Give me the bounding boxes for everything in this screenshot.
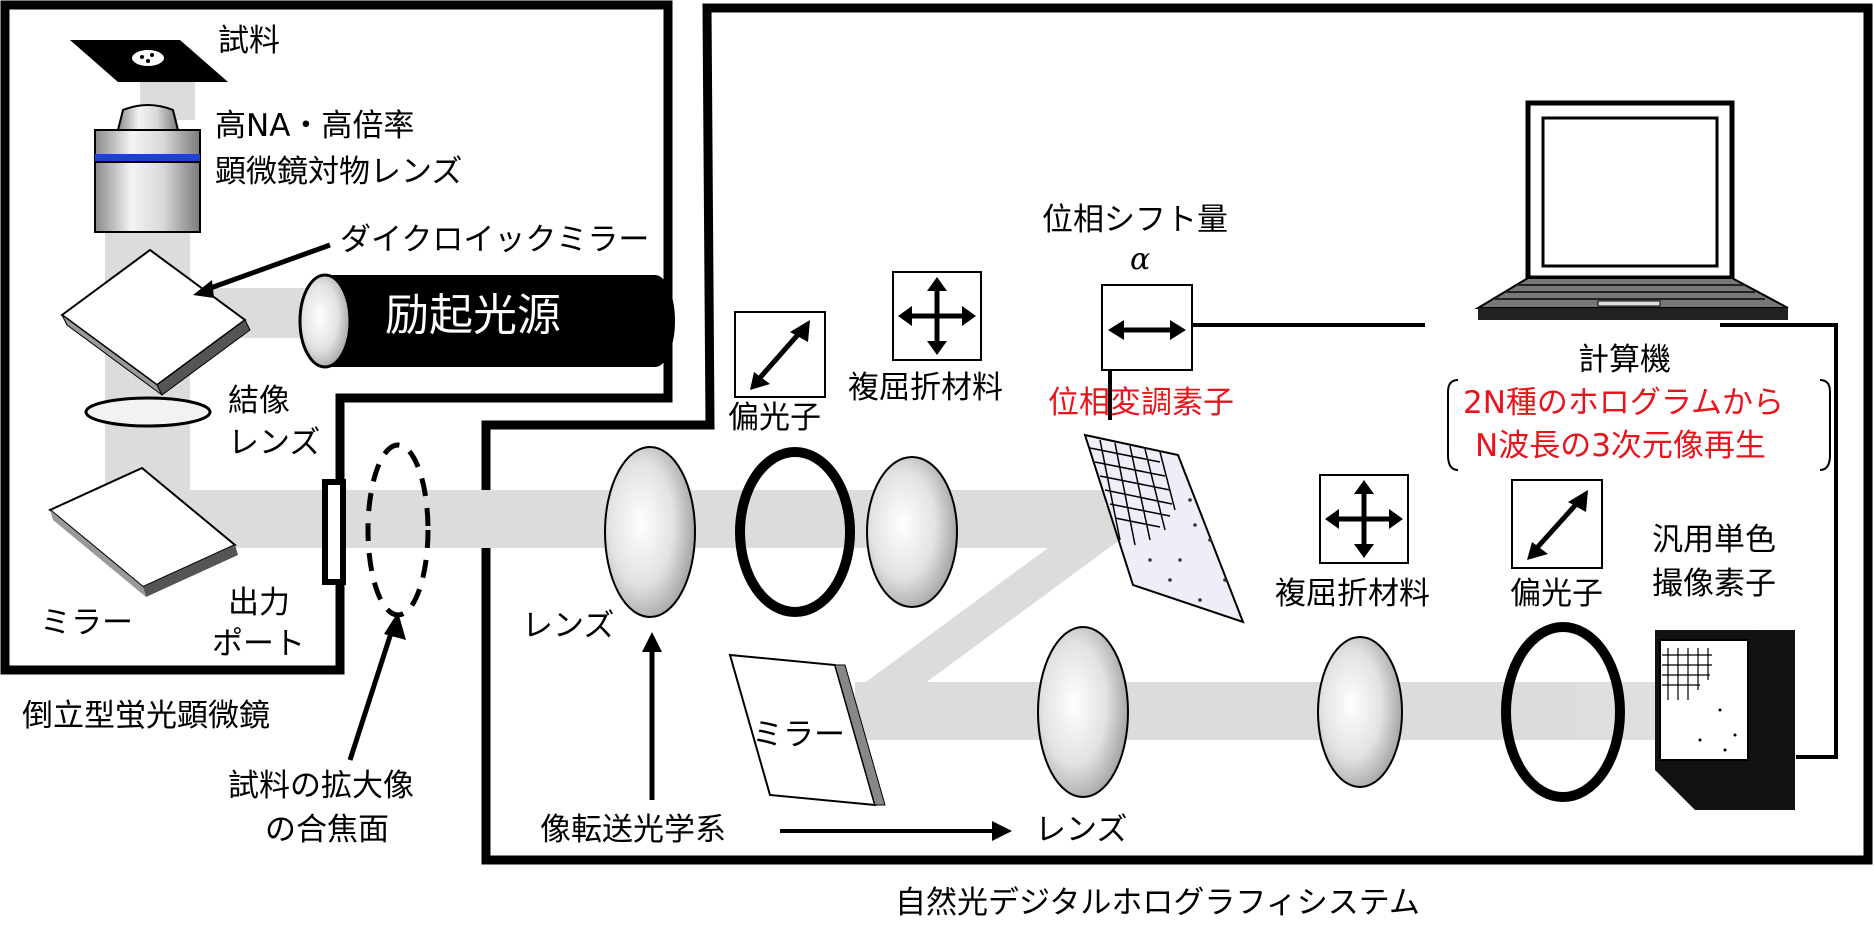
- relay-optics-label: 像転送光学系: [540, 812, 726, 848]
- lens-lower-label: レンズ: [1035, 812, 1128, 848]
- relay-lens-lower-1: [1037, 626, 1129, 798]
- computer-desc-brace-right: [1819, 379, 1831, 471]
- birefringent-plate-upper: [866, 456, 958, 608]
- focal-plane-label-line1: 試料の拡大像: [228, 768, 414, 804]
- microscope-frame: [0, 0, 673, 675]
- holography-system-frame: [481, 3, 1873, 865]
- excitation-light-source: [298, 273, 675, 369]
- birefringent-left-label: 複屈折材料: [848, 370, 1003, 406]
- excitation-source-label: 励起光源: [385, 290, 561, 341]
- sensor-label-line2: 撮像素子: [1652, 566, 1776, 602]
- computer-desc-line2: N波長の3次元像再生: [1475, 428, 1766, 464]
- phase-shift-title-label: 位相シフト量: [1042, 202, 1228, 238]
- polarizer-lower-indicator: [1511, 479, 1603, 569]
- polarizer-right-label: 偏光子: [1510, 576, 1603, 612]
- objective-lens: [94, 104, 201, 233]
- mirror-center-label: ミラー: [752, 717, 845, 753]
- dichroic-pointer-arrow: [204, 242, 331, 293]
- computer-laptop: [1474, 100, 1789, 320]
- dichroic-mirror: [60, 248, 251, 396]
- polarizer-upper-ring: [735, 447, 855, 617]
- computer-label: 計算機: [1578, 342, 1671, 378]
- objective-label-line2: 顕微鏡対物レンズ: [215, 154, 463, 190]
- imaging-lens-label-line2: レンズ: [228, 425, 321, 461]
- sample-label: 試料: [218, 23, 280, 59]
- polarizer-lower-ring: [1501, 622, 1625, 802]
- computer-desc-brace-left: [1447, 379, 1459, 471]
- birefringent-lower-indicator: [1319, 474, 1409, 564]
- polarizer-left-label: 偏光子: [728, 400, 821, 436]
- image-sensor: [1655, 630, 1795, 810]
- objective-label-line1: 高NA・高倍率: [215, 108, 415, 144]
- phase-modulator: [1083, 433, 1245, 624]
- relay-lens-upper: [604, 446, 696, 618]
- sample-slide: [70, 40, 228, 82]
- imaging-lens: [84, 396, 212, 428]
- phase-shift-symbol-label: α: [1130, 242, 1151, 277]
- focal-plane-label-line2: の合焦面: [265, 812, 389, 848]
- lens-upper-label: レンズ: [522, 608, 615, 644]
- phase-shift-indicator: [1101, 284, 1193, 371]
- output-port: [322, 479, 346, 585]
- phase-modulator-label: 位相変調素子: [1048, 385, 1234, 421]
- output-port-label-line2: ポート: [212, 626, 305, 662]
- computer-desc-line1: 2N種のホログラムから: [1463, 385, 1784, 421]
- focal-plane-pointer-arrow: [347, 629, 395, 761]
- mirror-left: [48, 466, 238, 597]
- imaging-lens-label-line1: 結像: [228, 383, 290, 419]
- sensor-label-line1: 汎用単色: [1652, 522, 1776, 558]
- mirror-left-label: ミラー: [40, 605, 133, 641]
- microscope-label: 倒立型蛍光顕微鏡: [22, 698, 270, 734]
- output-port-label-line1: 出力: [228, 585, 290, 621]
- birefringent-plate-lower: [1317, 636, 1403, 788]
- dichroic-mirror-label: ダイクロイックミラー: [340, 222, 650, 258]
- mirror-center: [728, 653, 886, 807]
- birefringent-right-label: 複屈折材料: [1275, 576, 1430, 612]
- system-title: 自然光デジタルホログラフィシステム: [895, 885, 1420, 921]
- birefringent-upper-indicator: [892, 271, 982, 361]
- polarizer-upper-indicator: [734, 311, 826, 398]
